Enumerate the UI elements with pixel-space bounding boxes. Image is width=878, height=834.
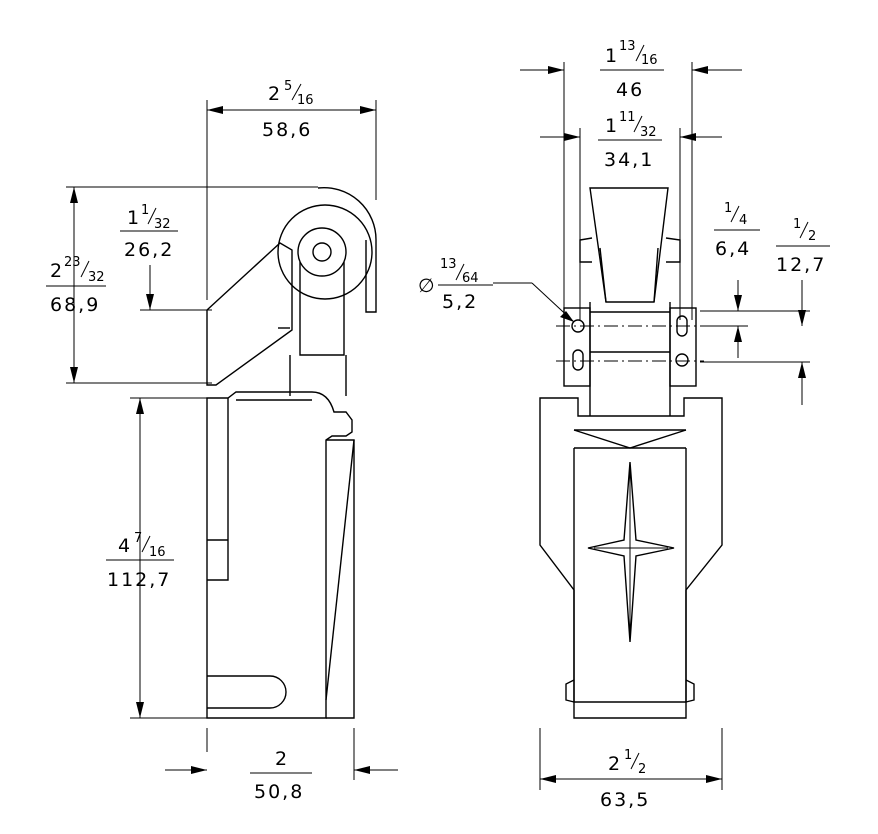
side-view [66, 100, 398, 780]
svg-text:7: 7 [134, 531, 142, 546]
svg-text:46: 46 [616, 79, 644, 101]
svg-text:112,7: 112,7 [107, 569, 171, 591]
svg-text:13: 13 [619, 39, 636, 54]
svg-text:16: 16 [641, 53, 658, 68]
dim-side-width: 2 5 16 58,6 [262, 79, 314, 141]
svg-text:63,5: 63,5 [600, 789, 650, 811]
svg-text:16: 16 [149, 545, 166, 560]
svg-text:34,1: 34,1 [604, 149, 654, 171]
svg-text:2: 2 [638, 762, 646, 777]
svg-text:16: 16 [297, 93, 314, 108]
svg-text:32: 32 [154, 217, 171, 232]
dim-front-inner: 1 11 32 34,1 [598, 110, 662, 171]
svg-text:1: 1 [724, 201, 732, 216]
dim-side-depth: 2 50,8 [250, 748, 312, 803]
svg-text:1: 1 [624, 748, 632, 763]
svg-text:1: 1 [605, 115, 619, 137]
svg-text:1: 1 [605, 45, 619, 67]
dim-hole-diameter: ∅ 13 64 5,2 [418, 257, 493, 313]
dim-front-outer: 1 13 16 46 [600, 39, 664, 101]
svg-text:6,4: 6,4 [715, 238, 751, 260]
svg-text:∅: ∅ [418, 275, 437, 297]
dim-side-roller: 1 1 32 26,2 [120, 203, 178, 261]
svg-text:1: 1 [127, 207, 141, 229]
svg-text:50,8: 50,8 [254, 781, 304, 803]
dim-side-height-top: 2 23 32 68,9 [46, 255, 106, 316]
svg-text:4: 4 [739, 213, 747, 228]
svg-text:2: 2 [275, 748, 289, 770]
dim-side-height-body: 4 7 16 112,7 [106, 531, 174, 591]
svg-text:13: 13 [440, 257, 457, 272]
svg-text:1: 1 [141, 203, 149, 218]
svg-text:26,2: 26,2 [124, 239, 174, 261]
svg-text:2: 2 [608, 753, 622, 775]
svg-text:32: 32 [640, 125, 657, 140]
svg-text:5,2: 5,2 [442, 291, 478, 313]
dim-slot-large: 1 2 12,7 [776, 217, 830, 276]
svg-text:58,6: 58,6 [262, 119, 312, 141]
dim-front-width: 2 1 2 63,5 [600, 748, 650, 811]
svg-text:4: 4 [118, 535, 132, 557]
svg-text:11: 11 [619, 110, 636, 125]
svg-text:12,7: 12,7 [776, 254, 826, 276]
svg-text:64: 64 [462, 271, 479, 286]
svg-text:23: 23 [64, 255, 81, 270]
svg-text:1: 1 [793, 217, 801, 232]
svg-text:32: 32 [88, 270, 105, 285]
svg-text:2: 2 [268, 83, 282, 105]
dim-slot-small: 1 4 6,4 [714, 201, 760, 260]
svg-text:2: 2 [808, 229, 816, 244]
front-view [493, 62, 810, 790]
svg-text:68,9: 68,9 [50, 294, 100, 316]
svg-text:5: 5 [284, 79, 292, 94]
svg-text:2: 2 [50, 260, 64, 282]
